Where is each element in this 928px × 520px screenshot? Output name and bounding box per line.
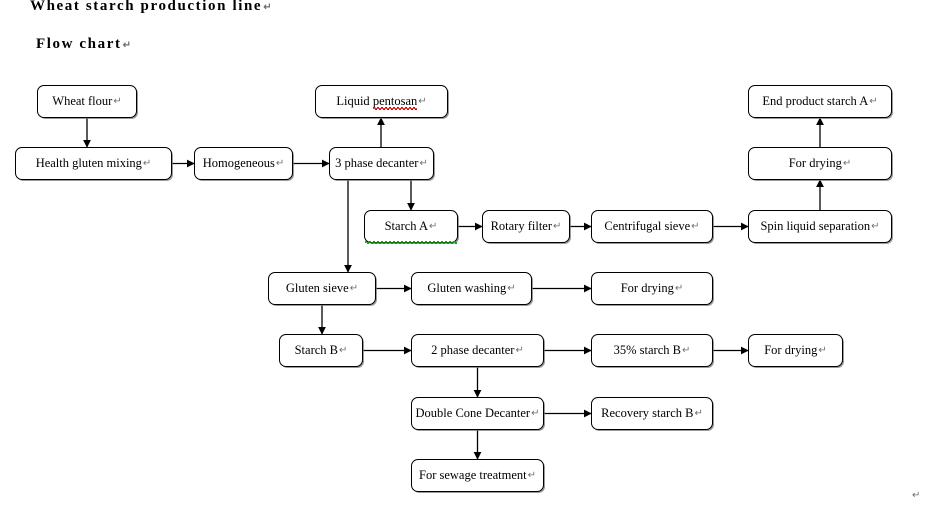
node-label: For drying bbox=[764, 343, 818, 357]
pilcrow-icon: ↵ bbox=[507, 283, 516, 294]
node-gluten-sieve[interactable]: Gluten sieve↵ bbox=[268, 272, 376, 305]
pilcrow-icon: ↵ bbox=[122, 40, 133, 51]
node-label: Gluten sieve bbox=[285, 281, 349, 295]
pilcrow-icon: ↵ bbox=[429, 221, 438, 232]
pilcrow-icon: ↵ bbox=[418, 96, 427, 107]
pilcrow-icon: ↵ bbox=[691, 221, 700, 232]
node-double-cone-decanter[interactable]: Double Cone Decanter↵ bbox=[411, 397, 544, 430]
node-spin-liquid-separation[interactable]: Spin liquid separation↵ bbox=[748, 210, 892, 243]
node-for-drying-b[interactable]: For drying↵ bbox=[748, 334, 843, 367]
pilcrow-icon: ↵ bbox=[419, 158, 428, 169]
pilcrow-icon: ↵ bbox=[263, 2, 274, 13]
node-label: Gluten washing bbox=[427, 281, 507, 295]
node-gluten-washing[interactable]: Gluten washing↵ bbox=[411, 272, 532, 305]
pilcrow-icon: ↵ bbox=[681, 345, 691, 356]
node-label: 3 phase decanter bbox=[335, 156, 419, 170]
node-label: Rotary filter bbox=[490, 219, 553, 233]
node-label: For drying bbox=[620, 281, 674, 295]
pilcrow-icon: ↵ bbox=[275, 158, 285, 169]
node-three-phase-decanter[interactable]: 3 phase decanter↵ bbox=[329, 147, 434, 180]
node-label: End product starch A bbox=[762, 94, 869, 108]
page-subtitle: Flow chart↵ bbox=[36, 36, 133, 53]
pilcrow-icon: ↵ bbox=[869, 96, 878, 107]
node-label: Starch A bbox=[385, 219, 428, 234]
node-label: Health gluten mixing bbox=[35, 156, 142, 170]
node-for-drying-gluten[interactable]: For drying↵ bbox=[591, 272, 713, 305]
pilcrow-icon: ↵ bbox=[113, 96, 122, 107]
node-thirtyfive-starch-b[interactable]: 35% starch B↵ bbox=[591, 334, 713, 367]
node-label: Starch B bbox=[294, 343, 338, 357]
page-subtitle-text: Flow chart bbox=[36, 36, 122, 52]
pilcrow-icon: ↵ bbox=[531, 408, 540, 419]
node-starch-b[interactable]: Starch B↵ bbox=[279, 334, 363, 367]
trailing-pilcrow-icon: ↵ bbox=[912, 490, 921, 501]
node-centrifugal-sieve[interactable]: Centrifugal sieve↵ bbox=[591, 210, 713, 243]
node-two-phase-decanter[interactable]: 2 phase decanter↵ bbox=[411, 334, 544, 367]
pilcrow-icon: ↵ bbox=[349, 283, 359, 294]
node-label: Double Cone Decanter bbox=[415, 406, 531, 420]
pilcrow-icon: ↵ bbox=[515, 345, 524, 356]
spellcheck-underline-red: pentosan bbox=[372, 94, 418, 108]
node-label: Spin liquid separation bbox=[760, 219, 871, 233]
node-label: Wheat flour bbox=[52, 94, 113, 108]
pilcrow-icon: ↵ bbox=[818, 345, 827, 356]
page-title: Wheat starch production line↵ bbox=[30, 0, 273, 15]
node-recovery-starch-b[interactable]: Recovery starch B↵ bbox=[591, 397, 713, 430]
node-label: 2 phase decanter bbox=[431, 343, 515, 357]
node-homogeneous[interactable]: Homogeneous↵ bbox=[194, 147, 293, 180]
pilcrow-icon: ↵ bbox=[339, 345, 348, 356]
node-end-product-starch-a[interactable]: End product starch A↵ bbox=[748, 85, 892, 118]
pilcrow-icon: ↵ bbox=[674, 283, 684, 294]
node-label: Liquid pentosan bbox=[336, 94, 418, 108]
node-label: For sewage treatment bbox=[419, 468, 527, 482]
pilcrow-icon: ↵ bbox=[553, 221, 562, 232]
node-label: Centrifugal sieve bbox=[604, 219, 691, 233]
node-for-sewage-treatment[interactable]: For sewage treatment↵ bbox=[411, 459, 544, 492]
node-rotary-filter[interactable]: Rotary filter↵ bbox=[482, 210, 570, 243]
node-label: Homogeneous bbox=[202, 156, 275, 170]
node-health-gluten-mixing[interactable]: Health gluten mixing↵ bbox=[15, 147, 172, 180]
node-liquid-pentosan[interactable]: Liquid pentosan↵ bbox=[315, 85, 448, 118]
node-for-drying-a[interactable]: For drying↵ bbox=[748, 147, 892, 180]
node-label: 35% starch B bbox=[613, 343, 681, 357]
spellcheck-underline-green: Starch A bbox=[384, 219, 428, 233]
pilcrow-icon: ↵ bbox=[842, 158, 852, 169]
pilcrow-icon: ↵ bbox=[142, 158, 152, 169]
pilcrow-icon: ↵ bbox=[871, 221, 880, 232]
pilcrow-icon: ↵ bbox=[694, 408, 703, 419]
node-wheat-flour[interactable]: Wheat flour↵ bbox=[37, 85, 137, 118]
node-label: Recovery starch B bbox=[601, 406, 694, 420]
page-title-text: Wheat starch production line bbox=[30, 0, 263, 14]
pilcrow-icon: ↵ bbox=[527, 470, 536, 481]
node-label: For drying bbox=[788, 156, 842, 170]
node-starch-a[interactable]: Starch A↵ bbox=[364, 210, 458, 243]
